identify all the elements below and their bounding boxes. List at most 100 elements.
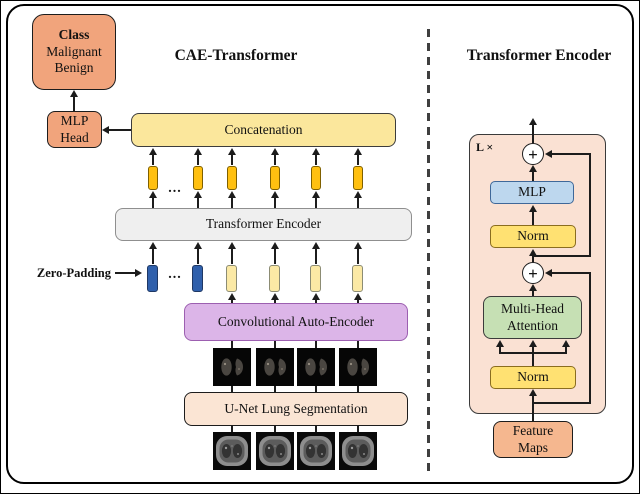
arrow-line <box>357 297 359 303</box>
plus-icon: + <box>528 144 538 164</box>
connector-line <box>315 426 317 432</box>
class-benign-label: Benign <box>54 60 94 76</box>
cae-label: Convolutional Auto-Encoder <box>217 313 375 329</box>
segmented-lung-ct-image <box>256 348 294 386</box>
arrow-line <box>231 297 233 303</box>
segmented-lung-ct-image <box>339 348 377 386</box>
qkv-arrow-line <box>499 345 501 353</box>
plus-icon: + <box>528 263 538 283</box>
multi-head-attention-box: Multi-Head Attention <box>483 296 582 339</box>
connector-line <box>231 426 233 432</box>
unet-lung-segmentation-box: U-Net Lung Segmentation <box>184 392 408 426</box>
arrow-head <box>228 242 236 249</box>
connector-line <box>315 341 317 349</box>
norm-to-split-line <box>532 353 534 366</box>
zero-padding-label: Zero-Padding <box>36 266 111 280</box>
arrow-line <box>532 170 534 181</box>
ellipsis-tokens-bottom: ... <box>168 267 182 282</box>
connector-line <box>274 341 276 349</box>
arrow-head <box>228 293 236 300</box>
arrow-head <box>354 242 362 249</box>
arrow-concat-to-mlphead-line <box>108 129 131 131</box>
input-arrow-line <box>532 394 534 421</box>
arrow-head <box>271 293 279 300</box>
arrow-line <box>231 196 233 208</box>
connector-line <box>357 386 359 392</box>
arrow-head <box>149 242 157 249</box>
connector-line <box>231 341 233 349</box>
arrow-head <box>271 148 279 155</box>
norm-top-label: Norm <box>517 228 549 244</box>
arrow-line <box>231 153 233 165</box>
arrow-line <box>315 153 317 165</box>
arrow-head <box>194 191 202 198</box>
cae-feature-token <box>226 265 237 292</box>
transformer-encoder-box: Transformer Encoder <box>115 208 412 241</box>
encoded-patch-token <box>227 166 237 190</box>
concatenation-box: Concatenation <box>131 113 396 147</box>
mlp-head-box: MLP Head <box>47 111 102 148</box>
arrow-head <box>228 191 236 198</box>
residual2-top-line <box>551 272 591 274</box>
concatenation-label: Concatenation <box>224 121 303 137</box>
mha-line1: Multi-Head <box>501 301 564 317</box>
arrow-head <box>271 242 279 249</box>
arrow-line <box>152 247 154 264</box>
arrow-line <box>532 254 534 262</box>
connector-line <box>274 426 276 432</box>
segmented-lung-ct-image <box>213 348 251 386</box>
arrow-line <box>152 153 154 165</box>
encoder-output-arrow-head <box>529 118 537 125</box>
residual1-arrow-head <box>545 150 552 158</box>
encoded-patch-token <box>311 166 321 190</box>
arrow-head <box>149 148 157 155</box>
residual-add-top: + <box>522 143 544 165</box>
mlp-head-line2: Head <box>60 129 89 145</box>
raw-ct-slice-image <box>256 432 294 470</box>
encoded-patch-token <box>270 166 280 190</box>
arrow-line <box>197 196 199 208</box>
ellipsis-tokens-top: ... <box>168 181 182 196</box>
arrow-head <box>529 249 537 256</box>
arrow-head <box>354 148 362 155</box>
encoder-output-arrow-line <box>532 124 534 143</box>
arrow-head <box>529 165 537 172</box>
class-label: Class <box>58 27 90 43</box>
residual-add-bottom: + <box>522 262 544 284</box>
cae-feature-token <box>269 265 280 292</box>
layer-repeat-label: L × <box>476 140 494 154</box>
norm-bottom-label: Norm <box>517 369 549 385</box>
arrow-head <box>312 293 320 300</box>
feature-maps-line1: Feature <box>512 423 554 439</box>
arrow-line <box>532 210 534 225</box>
arrow-line <box>315 297 317 303</box>
right-panel-title: Transformer Encoder <box>466 47 612 64</box>
qkv-arrow-line <box>565 345 567 353</box>
segmented-lung-ct-image <box>297 348 335 386</box>
arrow-line <box>357 247 359 264</box>
arrow-head <box>312 242 320 249</box>
qkv-arrow-head <box>496 340 504 347</box>
arrow-line <box>274 297 276 303</box>
arrow-line <box>357 196 359 208</box>
cae-feature-token <box>310 265 321 292</box>
arrow-mlphead-to-class-line <box>73 96 75 111</box>
zero-padding-arrow-line <box>115 272 135 274</box>
arrow-head <box>194 242 202 249</box>
connector-line <box>357 341 359 349</box>
arrow-mlphead-to-class-head <box>70 90 78 97</box>
residual2-takeoff-line <box>533 402 591 404</box>
raw-ct-slice-image <box>213 432 251 470</box>
arrow-line <box>532 289 534 296</box>
encoded-patch-token <box>353 166 363 190</box>
arrow-head <box>312 191 320 198</box>
arrow-line <box>274 247 276 264</box>
arrow-head <box>354 191 362 198</box>
qkv-arrow-head <box>562 340 570 347</box>
zero-padding-arrow-head <box>135 269 142 277</box>
arrow-head <box>271 191 279 198</box>
raw-ct-slice-image <box>339 432 377 470</box>
mlp-label: MLP <box>518 184 546 200</box>
mlp-head-line1: MLP <box>60 113 89 129</box>
residual2-vertical-line <box>589 273 591 404</box>
